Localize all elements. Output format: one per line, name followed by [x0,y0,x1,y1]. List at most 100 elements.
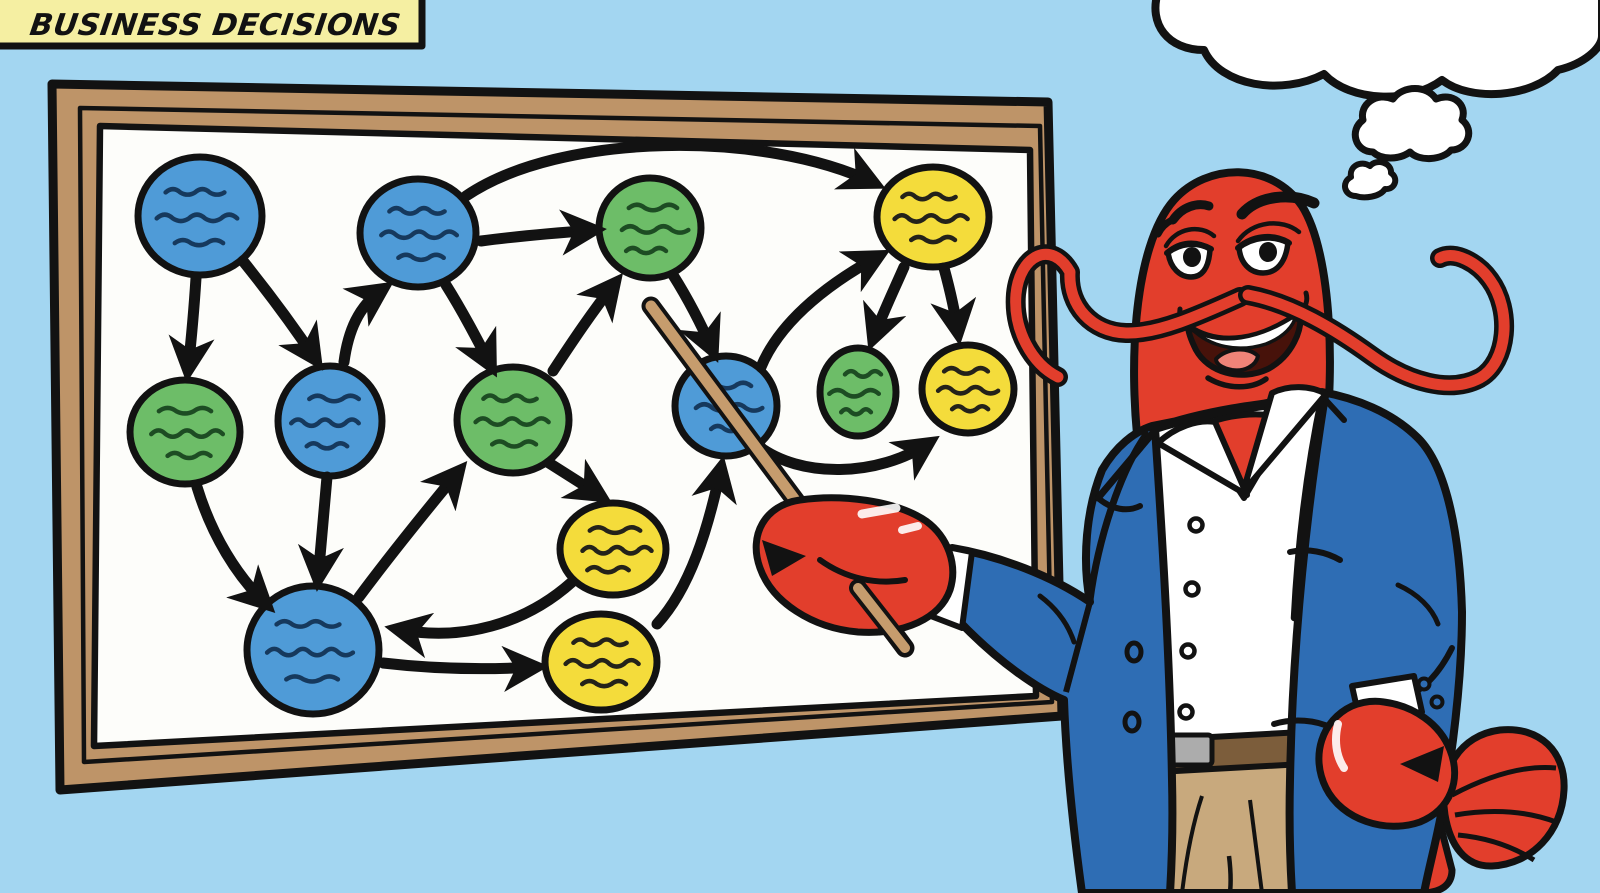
node-scribble [396,252,446,263]
right-antenna-red [1242,250,1510,391]
flowchart-node-n5 [126,376,244,488]
node-scribble [585,564,631,575]
flowchart-arrow-n7-n11 [543,457,612,503]
flowchart-nodes [126,153,1018,718]
hip-claw [1315,697,1458,830]
right-lapel-line [1290,392,1326,622]
node-scribble [163,186,227,197]
flowchart-node-n13 [541,610,661,714]
left-eyebrow-flick [1154,216,1176,238]
shirt-button [1179,642,1197,660]
pointer-claw [752,494,957,636]
left-sleeve-elbow-crease [1037,593,1077,645]
node-scribble [156,405,214,416]
right-eyelid-line [1235,234,1292,251]
node-scribble [587,525,643,536]
shirt-button [1187,516,1205,534]
right-arm-elbow-crease [1395,582,1441,627]
node-scribble [154,212,240,224]
flowchart-arrow-n12-n7 [353,461,468,603]
jacket-button [1124,640,1144,664]
node-scribble [387,205,447,216]
flowchart-arrow-n13-n8 [651,455,737,630]
teeth [1190,313,1298,350]
tail-fan [1440,726,1568,870]
flowchart-edges [168,139,977,693]
node-scribble [580,544,654,556]
caption-box: BUSINESS DECISIONS [0,0,426,50]
node-scribble [579,678,629,689]
flowchart-node-n9 [816,344,900,440]
node-scribble [892,213,970,224]
thought-bubble [1151,0,1600,201]
pointer-claw-highlight [898,522,922,534]
tail-fan-line [1454,808,1557,825]
chin-crease [1205,375,1269,390]
belt-buckle [1167,732,1215,768]
node-scribble [264,646,356,658]
node-scribble [149,428,226,439]
flowchart-arrow-n4-n10 [930,262,977,346]
right-eyebrow [1236,191,1320,220]
flowchart-arrow-n11-n12 [384,576,578,659]
node-circle [595,174,705,282]
flowchart-arrow-n1-n6 [237,255,324,371]
flowchart-node-n2 [356,175,480,291]
pants-crease [1226,855,1233,893]
hip-claw-highlight [1332,720,1348,772]
node-scribble [949,403,991,414]
node-scribble [172,237,226,248]
node-scribble [571,637,629,648]
left-pupil [1183,247,1201,267]
flowchart-node-n6 [274,362,386,480]
node-scribble [935,384,1001,396]
node-scribble [838,406,874,417]
cuff-button [1416,676,1432,692]
pointer-claw-notch [762,540,806,576]
right-pupil [1259,242,1277,262]
node-scribble [481,393,539,404]
node-scribble [623,245,669,256]
flowchart-arrow-n6-n2 [338,281,394,368]
pants-crease [1248,799,1264,893]
node-scribble [900,191,958,202]
flowchart-arrow-n3-n8 [667,269,721,363]
node-scribble [304,441,350,451]
tail-fan-line [1457,832,1536,863]
caption-box-background [0,0,426,50]
node-scribble [165,450,213,461]
left-lapel-line [1094,424,1161,502]
flowchart-arrow-n12-n13 [377,645,549,693]
node-scribble [827,387,882,399]
hip-claw-notch [1400,746,1444,782]
left-eyelid-line [1164,241,1214,256]
node-scribble [288,417,361,429]
node-scribble [473,416,551,427]
shirt-button [1177,703,1195,721]
whiteboard-frame-inner-line [77,105,1055,765]
hip-claw-body [1315,697,1458,830]
node-scribble [284,674,341,684]
node-scribble [274,618,342,629]
node-scribble [379,229,460,241]
pointer-claw-grip-line [817,557,908,585]
flowchart-arrow-n5-n12 [191,481,276,613]
collar-left [1155,418,1250,498]
left-lapel-notch [1095,495,1143,513]
collar-right [1240,384,1329,495]
flowchart-arrow-n1-n5 [168,272,215,383]
flowchart-arrow-n2-n3 [475,209,607,256]
pointer-stick-tip-under-claw [849,579,914,657]
right-antenna [1238,245,1515,396]
blazer-sleeve-body-line [1063,601,1093,693]
left-antenna-red [1010,248,1246,383]
flowchart-node-n7 [453,363,573,477]
caption-text: BUSINESS DECISIONS [28,8,403,43]
flowchart-arrow-n2-n4 [460,139,886,202]
flowchart-arrow-n8-n4 [755,249,891,373]
thought-bubble-cloud-large [1151,0,1600,101]
node-scribble [908,234,958,245]
left-antenna [1005,244,1250,387]
node-scribble [842,368,884,379]
